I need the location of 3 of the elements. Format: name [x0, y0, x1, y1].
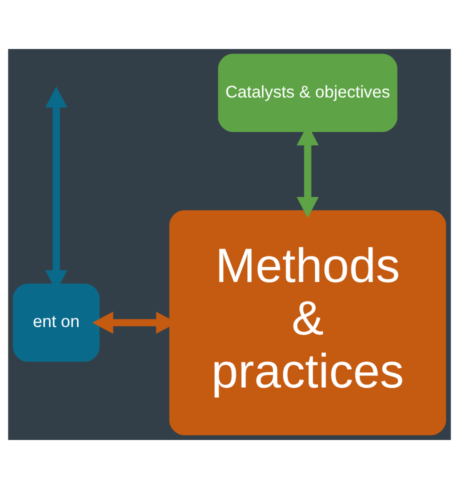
node-box: ent on [12, 284, 100, 362]
node-box: Catalysts & objectives [218, 54, 398, 132]
node-box: Methods & practices [169, 210, 446, 436]
